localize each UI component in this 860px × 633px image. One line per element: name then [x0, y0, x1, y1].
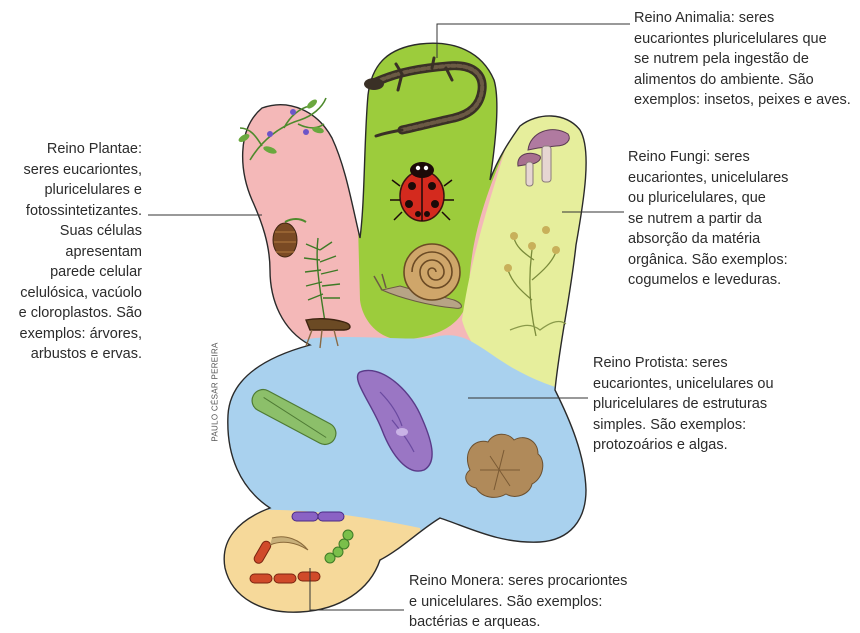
label-line: Reino Animalia: seres	[634, 8, 851, 29]
label-fungi: Reino Fungi: seres eucariontes, unicelul…	[628, 147, 788, 291]
label-protista: Reino Protista: seres eucariontes, unice…	[593, 353, 774, 456]
label-line: Suas células	[0, 221, 142, 242]
label-line: Reino Plantae:	[0, 139, 142, 160]
label-line: eucariontes, unicelulares	[628, 168, 788, 189]
label-line: e unicelulares. São exemplos:	[409, 592, 627, 613]
label-line: apresentam	[0, 242, 142, 263]
label-line: arbustos e ervas.	[0, 344, 142, 365]
label-line: orgânica. São exemplos:	[628, 250, 788, 271]
label-line: pluricelulares e	[0, 180, 142, 201]
label-plantae: Reino Plantae: seres eucariontes, pluric…	[0, 139, 142, 365]
label-monera: Reino Monera: seres procariontes e unice…	[409, 571, 627, 633]
label-line: protozoários e algas.	[593, 435, 774, 456]
region-monera	[0, 500, 440, 631]
label-line: parede celular	[0, 262, 142, 283]
label-line: fotossintetizantes.	[0, 201, 142, 222]
label-line: alimentos do ambiente. São	[634, 70, 851, 91]
label-line: absorção da matéria	[628, 229, 788, 250]
label-line: se nutrem a partir da	[628, 209, 788, 230]
label-line: seres eucariontes,	[0, 160, 142, 181]
label-line: Reino Protista: seres	[593, 353, 774, 374]
label-animalia: Reino Animalia: seres eucariontes pluric…	[634, 8, 851, 111]
label-line: simples. São exemplos:	[593, 415, 774, 436]
label-line: exemplos: insetos, peixes e aves.	[634, 90, 851, 111]
label-line: bactérias e arqueas.	[409, 612, 627, 633]
label-line: se nutrem pela ingestão de	[634, 49, 851, 70]
label-line: exemplos: árvores,	[0, 324, 142, 345]
label-line: cogumelos e leveduras.	[628, 270, 788, 291]
illustrator-credit: PAULO CÉSAR PEREIRA	[211, 342, 220, 441]
label-line: Reino Monera: seres procariontes	[409, 571, 627, 592]
label-line: eucariontes pluricelulares que	[634, 29, 851, 50]
label-line: ou pluricelulares, que	[628, 188, 788, 209]
label-line: pluricelulares de estruturas	[593, 394, 774, 415]
label-line: Reino Fungi: seres	[628, 147, 788, 168]
label-line: celulósica, vacúolo	[0, 283, 142, 304]
label-line: eucariontes, unicelulares ou	[593, 374, 774, 395]
label-line: e cloroplastos. São	[0, 303, 142, 324]
